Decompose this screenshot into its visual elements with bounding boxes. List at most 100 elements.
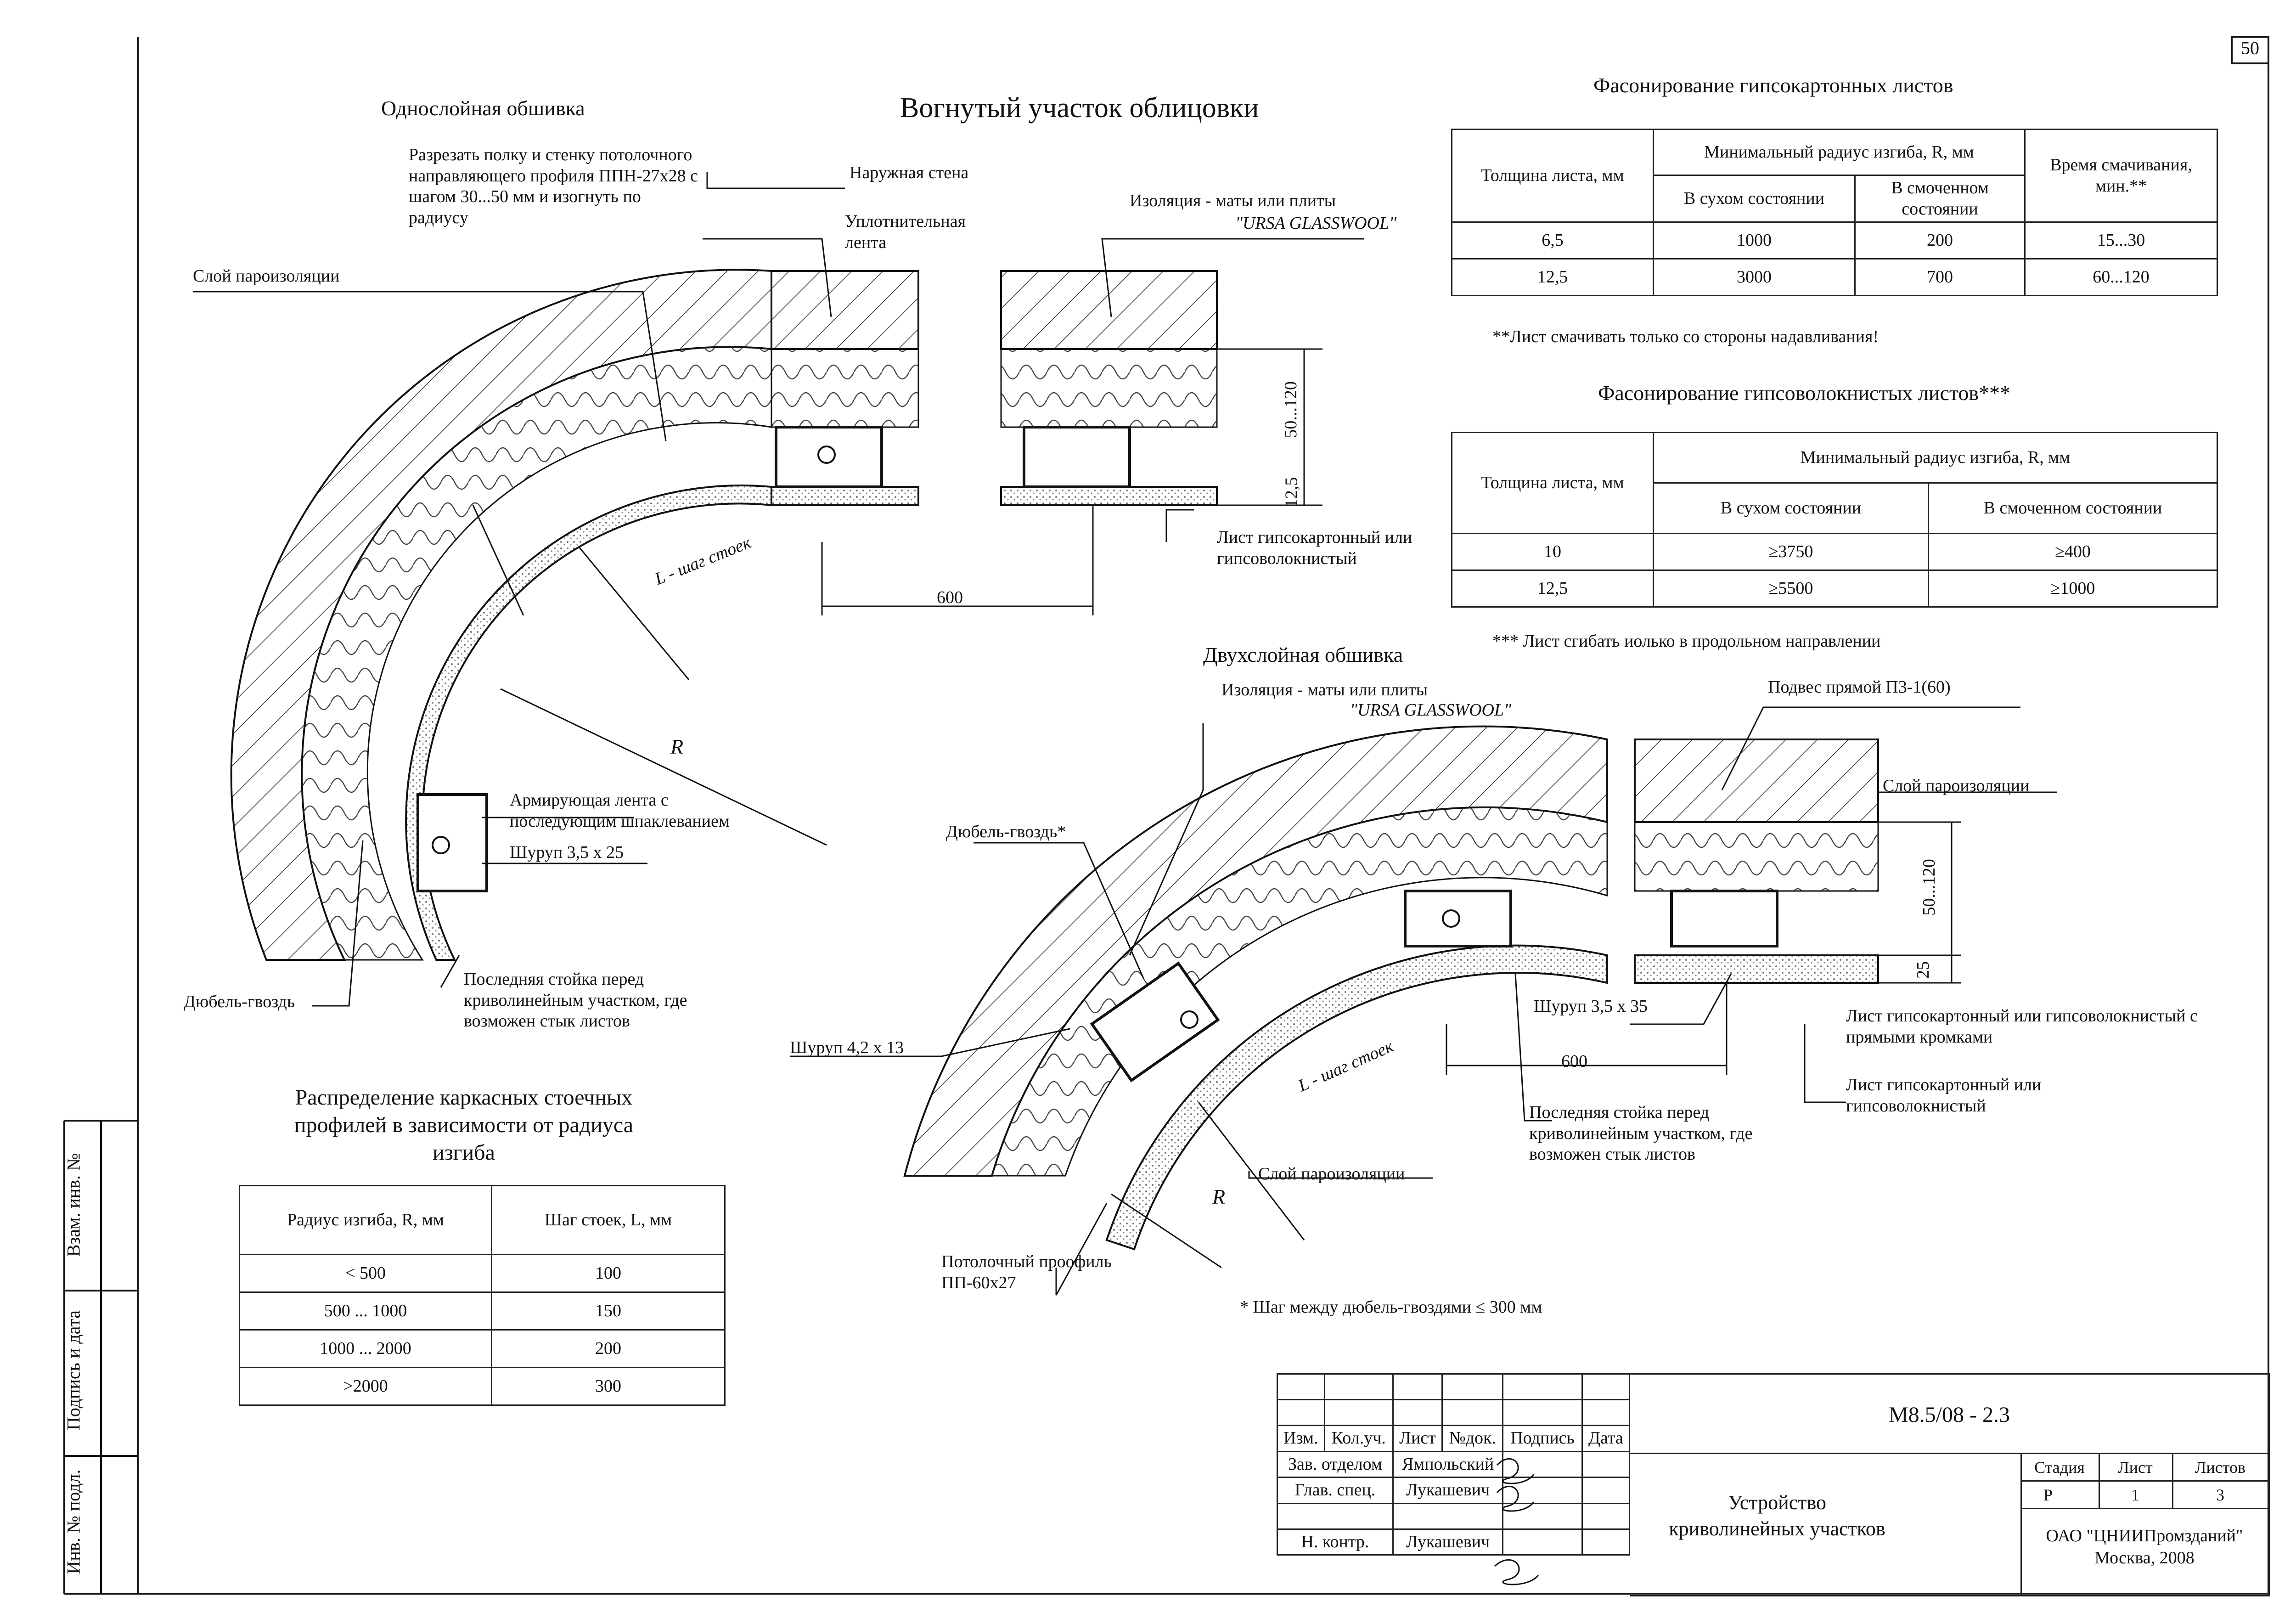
dim-600: 600 <box>937 588 963 607</box>
table-cell: ≥1000 <box>1928 570 2218 608</box>
table-cell: 3000 <box>1653 258 1856 297</box>
gvl-table-title: Фасонирование гипсоволокнистых листов*** <box>1598 381 2011 405</box>
tb-col: Изм. <box>1277 1425 1325 1452</box>
table-cell: 12,5 <box>1451 570 1654 608</box>
sheet-header: Лист <box>2118 1458 2153 1477</box>
stage-value: Р <box>2043 1486 2053 1504</box>
vapor-bottom-label: Слой пароизоляции <box>1258 1164 1405 1184</box>
stamp-podpis: Подпись и дата <box>63 1310 84 1431</box>
table-cell: 15...30 <box>2024 221 2218 260</box>
dim-600-2: 600 <box>1561 1052 1587 1071</box>
table-cell: 150 <box>491 1291 726 1331</box>
tb-col: Дата <box>1581 1425 1631 1452</box>
dowel-label-2: Дюбель-гвоздь* <box>946 822 1066 841</box>
table-cell: 12,5 <box>1451 258 1654 297</box>
screw-label: Шуруп 3,5 х 25 <box>510 843 624 862</box>
main-title: Вогнутый участок облицовки <box>900 92 1259 124</box>
gkl-h-thickness: Толщина листа, мм <box>1451 128 1654 223</box>
radius-label-2: R <box>1212 1185 1226 1208</box>
double-layer-title: Двухслойная обшивка <box>1203 643 1403 666</box>
table-cell: 100 <box>491 1254 726 1293</box>
gvl-h-radius: Минимальный радиус изгиба, R, мм <box>1653 432 2218 484</box>
title-block-left: Изм. Кол.уч. Лист №док. Подпись Дата Зав… <box>1277 1373 1631 1556</box>
dim-12-5: 12,5 <box>1282 477 1301 508</box>
vapor-right-label: Слой пароизоляции <box>1883 776 2030 795</box>
dowel-label: Дюбель-гвоздь <box>184 992 295 1011</box>
table-row: 10 ≥3750 ≥400 <box>1451 533 2218 571</box>
tb-name: Лукашевич <box>1392 1528 1504 1556</box>
sheets-header: Листов <box>2195 1458 2245 1477</box>
tb-name: Лукашевич <box>1392 1477 1504 1504</box>
footnote-dowel: * Шаг между дюбель-гвоздями ≤ 300 мм <box>1240 1297 1542 1317</box>
reinforcing-label: Армирующая лента с последующим шпаклеван… <box>510 790 730 831</box>
stud-profile <box>775 426 883 488</box>
doc-code: М8.5/08 - 2.3 <box>1889 1403 2010 1427</box>
table-cell: 10 <box>1451 533 1654 571</box>
outer-wall-label: Наружная стена <box>850 163 969 182</box>
table-row: < 500 100 <box>239 1254 726 1293</box>
table-row: 6,5 1000 200 15...30 <box>1451 221 2218 260</box>
gkl-note: **Лист смачивать только со стороны надав… <box>1492 327 1879 346</box>
tb-role: Н. контр. <box>1277 1528 1394 1556</box>
single-layer-section <box>193 172 1364 1007</box>
table-row: 12,5 3000 700 60...120 <box>1451 258 2218 297</box>
title-block-right: М8.5/08 - 2.3 Устройство криволинейных у… <box>1630 1373 2270 1596</box>
table-cell: 1000 <box>1653 221 1856 260</box>
dist-table: Радиус изгиба, R, мм Шаг стоек, L, мм < … <box>239 1185 726 1406</box>
table-cell: < 500 <box>239 1254 492 1293</box>
tb-name: Ямпольский <box>1392 1450 1504 1478</box>
gvl-h-thickness: Толщина листа, мм <box>1451 432 1654 534</box>
screw-35-label: Шуруп 3,5 х 35 <box>1534 997 1648 1016</box>
tb-col: Подпись <box>1502 1425 1583 1452</box>
table-cell: ≥400 <box>1928 533 2218 571</box>
table-row: 500 ... 1000 150 <box>239 1291 726 1331</box>
gypsum-board-curved-2 <box>1105 944 1608 1251</box>
signature <box>1502 1477 1583 1504</box>
org-name: ОАО "ЦНИИПромзданий" <box>2046 1526 2243 1545</box>
table-row: >2000 300 <box>239 1367 726 1406</box>
insulation-label: Изоляция - маты или плиты <box>1130 191 1336 210</box>
signature <box>1502 1450 1583 1478</box>
title-block-header: Изм. Кол.уч. Лист №док. Подпись Дата <box>1277 1425 1631 1452</box>
table-cell: 200 <box>491 1329 726 1368</box>
gvl-h-wet: В смоченном состоянии <box>1928 482 2218 534</box>
table-row: Зав. отделом Ямпольский <box>1277 1450 1631 1478</box>
tb-role: Зав. отделом <box>1277 1450 1394 1478</box>
insulation-brand-label-2: "URSA GLASSWOOL" <box>1350 700 1512 720</box>
dim-50-120-2: 50...120 <box>1919 859 1939 916</box>
sheet-number: 50 <box>2241 38 2259 58</box>
dist-table-title: Распределение каркасных стоечных профиле… <box>294 1085 634 1165</box>
tb-role: Глав. спец. <box>1277 1477 1394 1504</box>
gkl-h-time: Время смачивания, мин.** <box>2024 128 2218 223</box>
double-layer-section <box>790 706 2057 1296</box>
gvl-table: Толщина листа, мм Минимальный радиус изг… <box>1451 432 2218 608</box>
table-row: Глав. спец. Лукашевич <box>1277 1477 1631 1504</box>
last-stud-label-2: Последняя стойка перед криволинейным уча… <box>1529 1103 1753 1164</box>
sheet-frame <box>63 36 2269 1595</box>
ceiling-profile-label: Потолочный проофиль ПП-60х27 <box>941 1252 1112 1292</box>
gkl-label: Лист гипсокартонный или гипсоволокнистый <box>1217 528 1412 568</box>
org-city: Москва, 2008 <box>2094 1548 2195 1568</box>
gkl-table: Толщина листа, мм Минимальный радиус изг… <box>1451 128 2218 297</box>
table-cell: 500 ... 1000 <box>239 1291 492 1331</box>
table-row: 1000 ... 2000 200 <box>239 1329 726 1368</box>
screw-42-label: Шуруп 4,2 х 13 <box>790 1038 904 1057</box>
gkl-h-radius: Минимальный радиус изгиба, R, мм <box>1653 129 2026 176</box>
tb-col: №док. <box>1441 1425 1504 1452</box>
gkl-h-dry: В сухом состоянии <box>1653 174 1856 223</box>
table-cell: 60...120 <box>2024 258 2218 297</box>
gkl-label-2: Лист гипсокартонный или гипсоволокнистый <box>1846 1075 2042 1116</box>
table-cell: 200 <box>1854 221 2026 260</box>
gvl-h-dry: В сухом состоянии <box>1653 482 1929 534</box>
sheets-value: 3 <box>2216 1486 2224 1504</box>
stage-header: Стадия <box>2034 1458 2085 1477</box>
stamp-inv-podl: Инв. № подл. <box>63 1469 84 1574</box>
insulation-brand-label: "URSA GLASSWOOL" <box>1235 214 1397 233</box>
signature-scribbles <box>1494 1458 1539 1585</box>
dim-25: 25 <box>1913 961 1933 979</box>
single-layer-title: Однослойная обшивка <box>381 96 585 120</box>
doc-title: Устройство криволинейных участков <box>1669 1491 1885 1540</box>
radius-label: R <box>670 735 684 758</box>
table-cell: 700 <box>1854 258 2026 297</box>
table-cell: >2000 <box>239 1367 492 1406</box>
